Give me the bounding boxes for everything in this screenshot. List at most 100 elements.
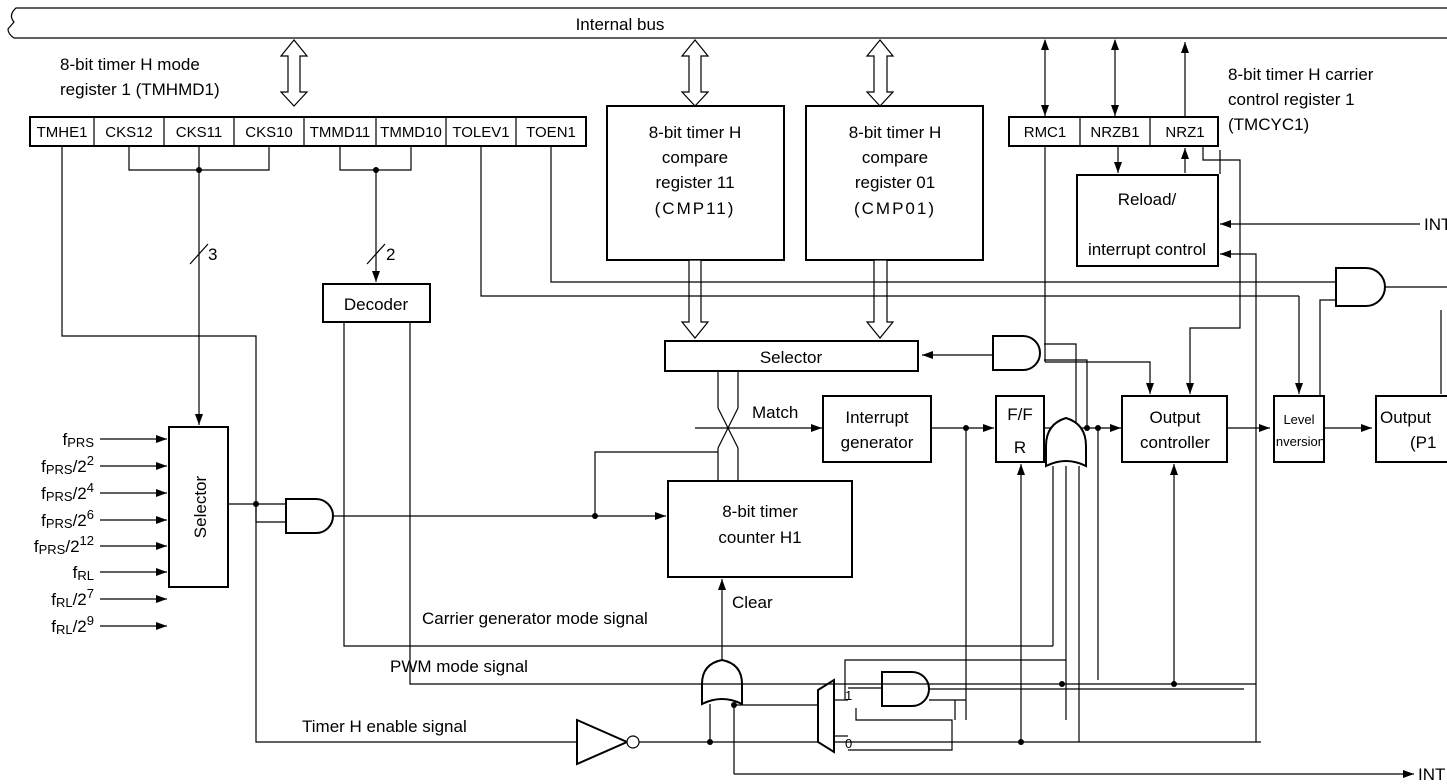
clear-label: Clear xyxy=(732,593,773,612)
cmp11-line4: (CMP11) xyxy=(655,199,736,218)
clock-input-labels: fPRS fPRS/22 fPRS/24 fPRS/26 fPRS/212 fR… xyxy=(34,430,94,637)
counter-line2: counter H1 xyxy=(718,528,801,547)
clear-or-gate xyxy=(701,658,743,774)
tmhmd1-register: 8-bit timer H mode register 1 (TMHMD1) T… xyxy=(29,55,587,147)
mux-and-gate xyxy=(834,671,1244,751)
counter-line1: 8-bit timer xyxy=(722,502,798,521)
tmhmd1-title-line2: register 1 (TMHMD1) xyxy=(60,80,220,99)
tmhe1-enable-path: Timer H enable signal xyxy=(61,146,576,743)
tolev-toen-lines xyxy=(480,146,1336,394)
clock-input-7: fRL/29 xyxy=(51,613,94,637)
counter-h1: 8-bit timer counter H1 Clear xyxy=(667,480,853,660)
ff-line2: R xyxy=(1014,438,1026,457)
cmp01-block: 8-bit timer H compare register 01 (CMP01… xyxy=(805,105,984,261)
level-inv-line1: Level xyxy=(1283,412,1314,427)
mux-in0: 0 xyxy=(845,736,852,751)
reload-line2: interrupt control xyxy=(1088,240,1206,259)
int-top-label: INT xyxy=(1424,215,1447,234)
tmcyc1-title-line2: control register 1 xyxy=(1228,90,1355,109)
clock-input-1: fPRS/22 xyxy=(41,453,94,477)
tmcyc1-title-line1: 8-bit timer H carrier xyxy=(1228,65,1374,84)
output-ctrl-line1: Output xyxy=(1149,408,1200,427)
mux: 1 0 xyxy=(734,678,852,754)
cmp11-block: 8-bit timer H compare register 11 (CMP11… xyxy=(606,105,785,261)
clock-input-6: fRL/27 xyxy=(51,586,94,610)
cmp11-line1: 8-bit timer H xyxy=(649,123,742,142)
decoder-label: Decoder xyxy=(344,295,409,314)
mux-in1: 1 xyxy=(845,688,852,703)
cmp01-line2: compare xyxy=(862,148,928,167)
clock-input-arrows xyxy=(100,435,167,630)
tmcyc1-bit-rmc1: RMC1 xyxy=(1024,124,1067,141)
cmp11-line3: register 11 xyxy=(655,173,734,192)
selector-top: Selector xyxy=(664,340,919,372)
tmcyc1-bit-nrz1: NRZ1 xyxy=(1165,124,1204,141)
comparator-paths: Match xyxy=(695,371,822,481)
selector-and-gate xyxy=(922,335,1041,371)
tmhmd1-bit-tolev1: TOLEV1 xyxy=(452,124,509,141)
cmp11-line2: compare xyxy=(662,148,728,167)
cmp01-line1: 8-bit timer H xyxy=(849,123,942,142)
tmhmd1-bit-cks11: CKS11 xyxy=(176,124,222,141)
carrier-or-gate xyxy=(1045,416,1087,742)
enable-inverter xyxy=(576,718,1261,766)
tmcyc1-register: 8-bit timer H carrier control register 1… xyxy=(1008,65,1374,147)
tmhmd1-title-line1: 8-bit timer H mode xyxy=(60,55,200,74)
clock-input-0: fPRS xyxy=(63,430,95,450)
tmhmd1-bit-cks10: CKS10 xyxy=(245,124,293,141)
clock-input-3: fPRS/26 xyxy=(41,507,94,531)
output-controller: Output controller xyxy=(1121,395,1270,687)
int-output-bottom: INT xyxy=(734,765,1445,784)
interrupt-generator: Interrupt generator xyxy=(822,395,932,463)
decoder-block: Decoder xyxy=(322,283,431,323)
reload-line1: Reload/ xyxy=(1118,190,1177,209)
feedback-paths xyxy=(844,659,1066,700)
interrupt-gen-line2: generator xyxy=(841,433,914,452)
cmp-to-selector-arrows xyxy=(680,259,895,339)
tmhmd1-bit-cks12: CKS12 xyxy=(105,124,153,141)
output-latch: Output (P1 xyxy=(1375,310,1447,463)
tmhmd1-bit-tmmd10: TMMD10 xyxy=(380,124,442,141)
internal-bus: Internal bus xyxy=(7,7,1447,39)
bus-width-3: 3 xyxy=(208,245,217,264)
tmcyc1-title-line3: (TMCYC1) xyxy=(1228,115,1309,134)
reload-interrupt-control: Reload/ interrupt control INT xyxy=(1076,174,1447,742)
mode-signals: Carrier generator mode signal PWM mode s… xyxy=(343,322,1256,687)
output-latch-line2: (P1 xyxy=(1410,433,1436,452)
cks-bus: 3 xyxy=(128,146,270,425)
intgen-to-ff xyxy=(931,424,994,720)
pwm-signal-label: PWM mode signal xyxy=(390,657,528,676)
tmhmd1-bit-toen1: TOEN1 xyxy=(526,124,576,141)
tmmd-bus: 2 xyxy=(339,146,412,282)
clock-input-5: fRL xyxy=(73,563,94,583)
cmp01-line3: register 01 xyxy=(855,173,935,192)
clock-input-2: fPRS/24 xyxy=(41,480,94,504)
level-inversion: Level inversion xyxy=(1273,395,1372,463)
ff-line1: F/F xyxy=(1007,405,1033,424)
count-and-gate xyxy=(228,498,666,534)
level-inv-line2: inversion xyxy=(1273,434,1325,449)
internal-bus-label: Internal bus xyxy=(576,15,665,34)
interrupt-gen-line1: Interrupt xyxy=(845,408,909,427)
ff-to-output-ctrl xyxy=(1044,343,1121,680)
carrier-signal-label: Carrier generator mode signal xyxy=(422,609,648,628)
int-bottom-label: INT xyxy=(1418,765,1445,784)
output-latch-line1: Output xyxy=(1380,408,1431,427)
tmcyc1-bit-nrzb1: NRZB1 xyxy=(1090,124,1139,141)
tmhmd1-bit-tmmd11: TMMD11 xyxy=(310,124,371,141)
flip-flop: F/F R xyxy=(995,395,1045,742)
timer-enable-signal-label: Timer H enable signal xyxy=(302,717,467,736)
output-and-gate xyxy=(1319,267,1447,396)
selector-left: Selector xyxy=(168,426,229,588)
clock-input-4: fPRS/212 xyxy=(34,533,94,557)
cmp01-line4: (CMP01) xyxy=(854,199,936,218)
tmhmd1-bit-tmhe1: TMHE1 xyxy=(37,124,88,141)
bus-arrows xyxy=(279,39,1189,116)
selector-left-label: Selector xyxy=(191,475,210,538)
match-label: Match xyxy=(752,403,798,422)
tmcyc1-connections xyxy=(1044,146,1241,394)
selector-top-label: Selector xyxy=(760,348,823,367)
bus-width-2: 2 xyxy=(386,245,395,264)
output-ctrl-line2: controller xyxy=(1140,433,1210,452)
